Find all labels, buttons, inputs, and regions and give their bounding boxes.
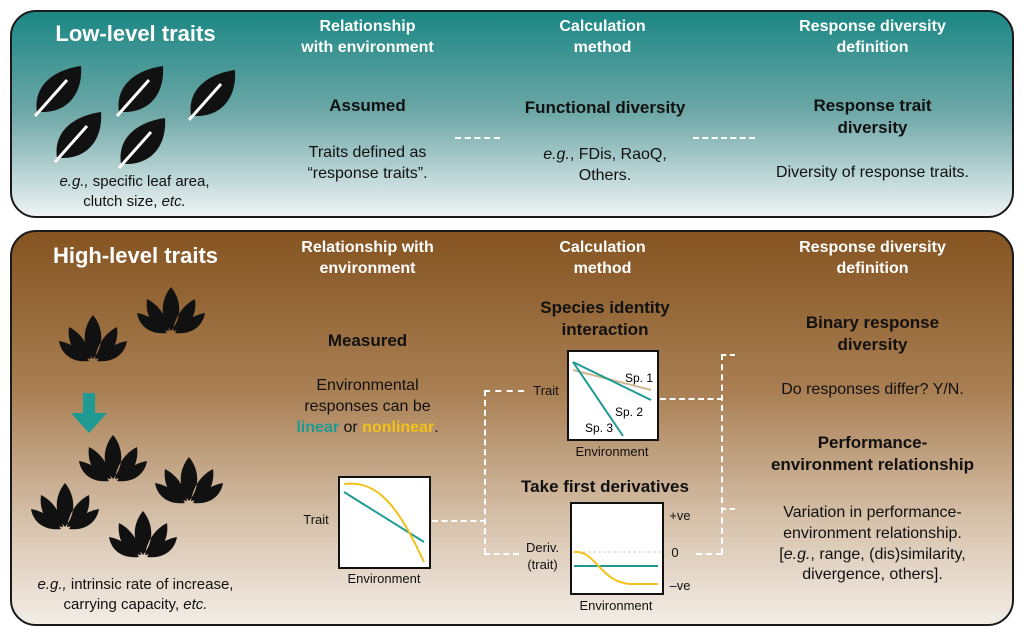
- zero-label: 0: [671, 545, 679, 560]
- high-def-binary-desc: Do responses differ? Y/N.: [781, 381, 964, 398]
- connector: [484, 553, 519, 555]
- high-def-performance: Performance- environment relationship: [770, 433, 975, 475]
- neg-label: –ve: [669, 578, 691, 593]
- lotus-icons: [31, 287, 223, 558]
- sp1-label: Sp. 1: [625, 371, 653, 385]
- species-plot: Sp. 1 Sp. 2 Sp. 3: [567, 350, 659, 441]
- low-example: e.g., specific leaf area,clutch size, et…: [59, 173, 210, 210]
- pos-label: +ve: [669, 508, 691, 523]
- x-label: Environment: [347, 571, 421, 586]
- x-label: Environment: [575, 444, 649, 459]
- low-header-relationship: Relationship with environment: [301, 18, 434, 56]
- low-level-title: Low-level traits: [55, 21, 216, 46]
- low-level-traits-panel: [10, 10, 1014, 218]
- high-header-definition: Response diversity definition: [799, 239, 946, 277]
- connector: [660, 398, 723, 400]
- connector: [721, 354, 723, 554]
- high-header-relationship: Relationship with environment: [301, 239, 434, 277]
- x-label: Environment: [579, 598, 653, 613]
- connector: [484, 390, 486, 554]
- low-definition-desc: Diversity of response traits.: [776, 164, 969, 181]
- low-header-method: Calculation method: [559, 18, 646, 56]
- sp3-label: Sp. 3: [585, 421, 613, 435]
- leaf-icons: [33, 64, 237, 170]
- high-def-binary: Binary response diversity: [805, 313, 940, 355]
- high-method-species: Species identity interaction: [540, 298, 670, 340]
- low-method: Functional diversity: [524, 98, 686, 117]
- high-method-derivatives: Take first derivatives: [521, 477, 689, 496]
- high-relationship: Measured: [327, 331, 408, 350]
- y-label: Trait: [533, 383, 559, 398]
- high-example: e.g., intrinsic rate of increase,carryin…: [37, 576, 234, 613]
- low-relationship-desc: Traits defined as “response traits”.: [307, 144, 428, 182]
- connector: [455, 137, 500, 139]
- high-level-traits-panel: [10, 230, 1014, 626]
- low-relationship: Assumed: [329, 96, 406, 115]
- high-def-performance-desc: Variation in performance- environment re…: [779, 504, 966, 584]
- connector: [432, 520, 486, 522]
- low-method-desc: e.g., FDis, RaoQ, Others.: [543, 146, 667, 184]
- linear-nonlinear-plot: [338, 476, 431, 569]
- connector: [721, 354, 735, 356]
- connector: [693, 137, 755, 139]
- high-header-method: Calculation method: [559, 239, 646, 277]
- connector: [721, 508, 735, 510]
- sp2-label: Sp. 2: [615, 405, 643, 419]
- y-label: Deriv. (trait): [526, 540, 559, 572]
- y-label: Trait: [303, 512, 329, 527]
- connector: [696, 553, 722, 555]
- high-level-title: High-level traits: [52, 243, 219, 268]
- low-header-definition: Response diversity definition: [799, 18, 946, 56]
- low-definition: Response trait diversity: [813, 96, 932, 138]
- connector: [484, 390, 524, 392]
- derivative-plot: [570, 502, 664, 595]
